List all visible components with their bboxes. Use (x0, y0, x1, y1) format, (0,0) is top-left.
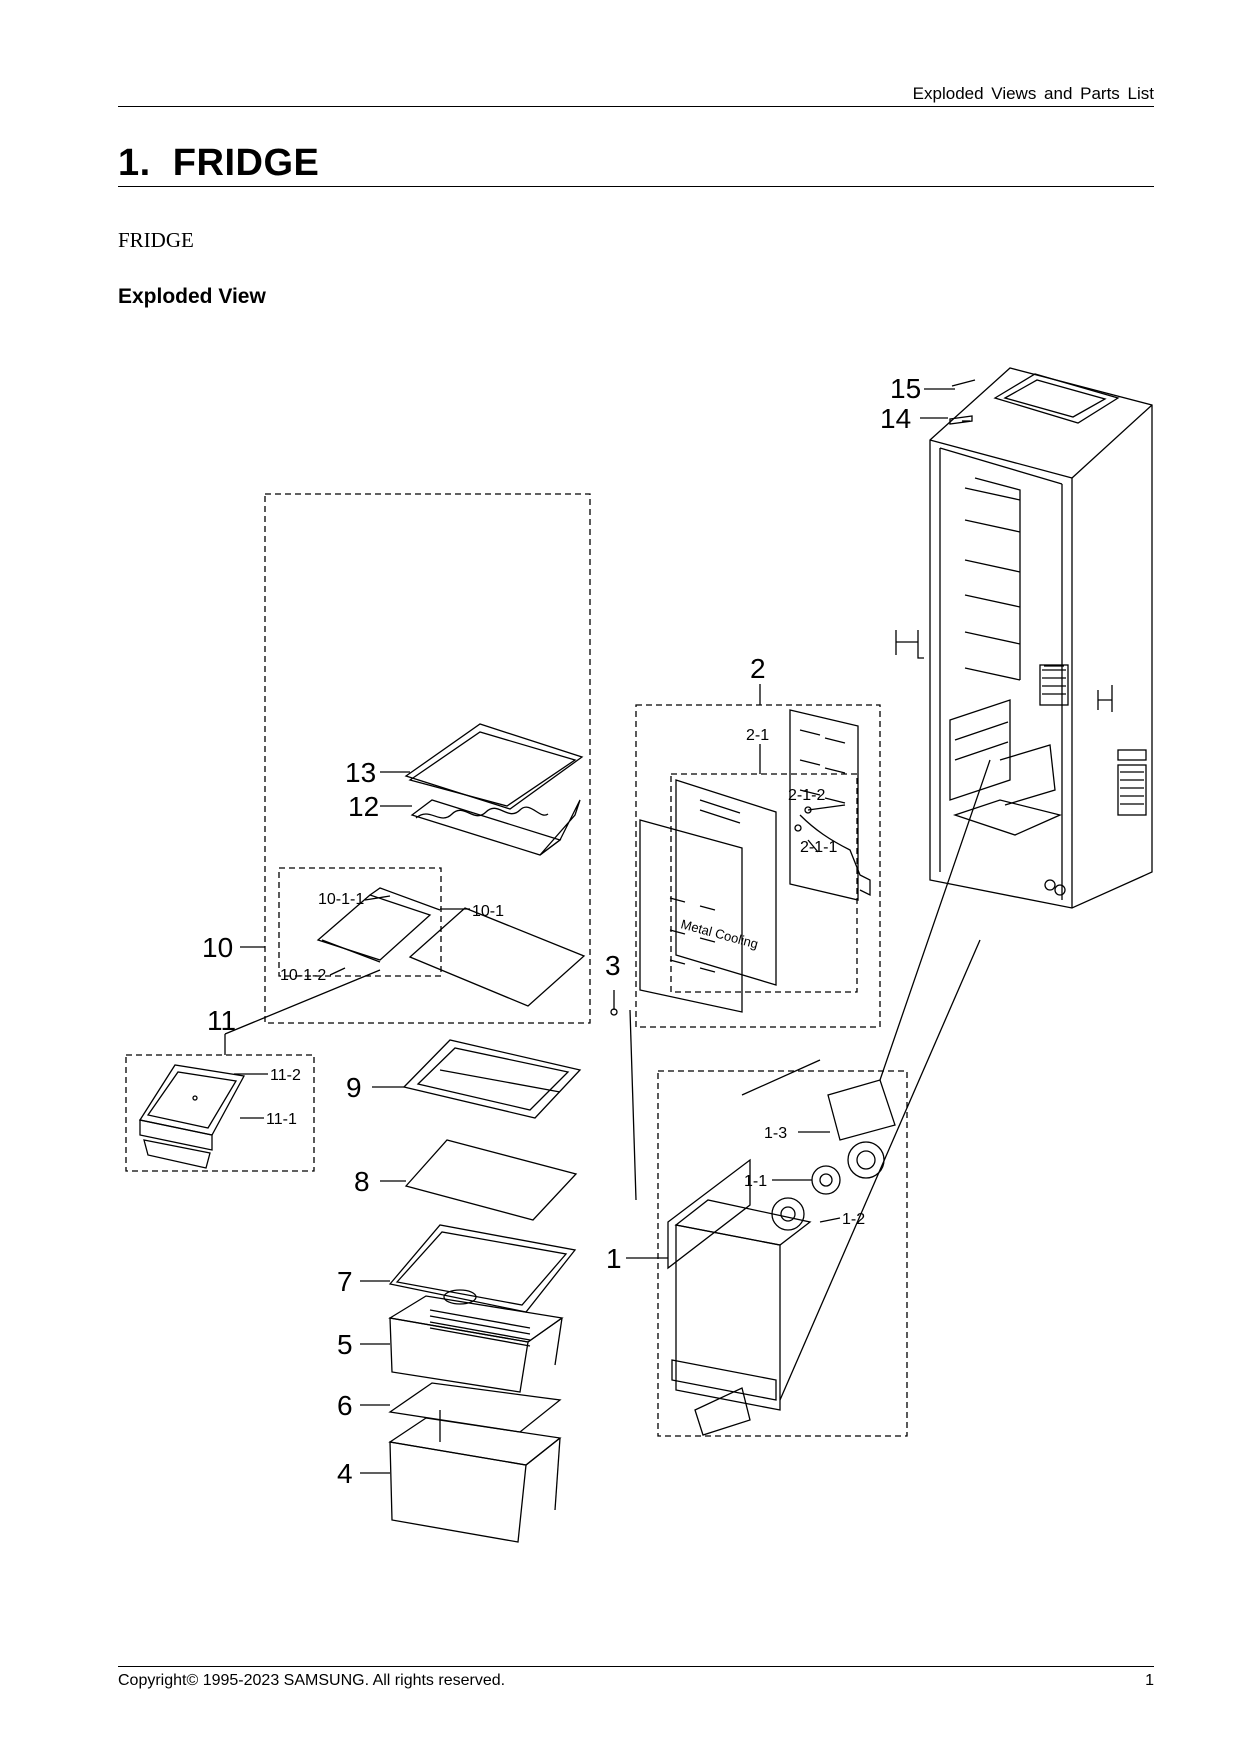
leader-lines (224, 388, 991, 1474)
callout-5: 5 (337, 1329, 353, 1360)
part-12-13-drawing (404, 723, 584, 856)
part-5-drawing (388, 1295, 564, 1393)
callout-2-1-1: 2-1-1 (800, 839, 837, 856)
callout-9: 9 (346, 1072, 362, 1103)
callout-11: 11 (207, 1005, 236, 1036)
callout-15: 15 (890, 373, 921, 404)
callout-2: 2 (750, 653, 766, 684)
section-subtitle: FRIDGE (118, 228, 194, 252)
part-1-group-drawing (657, 1059, 908, 1437)
section-title: 1. FRIDGE (118, 142, 320, 184)
callout-7: 7 (337, 1266, 353, 1297)
callout-2-1: 2-1 (746, 727, 769, 744)
part-11-group-drawing (125, 1054, 315, 1172)
part-4-drawing (388, 1410, 562, 1543)
callout-11-2: 11-2 (270, 1067, 301, 1084)
panel-label: Metal Cooling (679, 916, 760, 951)
part-9-drawing (402, 1039, 582, 1119)
part-8-drawing (404, 1139, 578, 1221)
callout-6: 6 (337, 1390, 353, 1421)
header-title: Exploded Views and Parts List (912, 84, 1154, 103)
section-rule (118, 186, 1154, 187)
callout-10-1: 10-1 (472, 903, 504, 920)
callout-10-1-2: 10-1-2 (280, 967, 326, 984)
exploded-view-label: Exploded View (118, 285, 266, 308)
callout-3: 3 (605, 950, 621, 981)
callout-2-1-2: 2-1-2 (788, 787, 825, 804)
callout-12: 12 (348, 791, 379, 822)
callout-10: 10 (202, 932, 233, 963)
callout-1: 1 (606, 1243, 622, 1274)
header-rule (118, 106, 1154, 107)
part-10-group-drawing (264, 493, 591, 1024)
callout-10-1-1: 10-1-1 (318, 891, 364, 908)
footer-rule (118, 1666, 1154, 1667)
callout-11-1: 11-1 (266, 1111, 297, 1128)
footer-copyright: Copyright© 1995-2023 SAMSUNG. All rights… (118, 1672, 506, 1689)
part-2-group-drawing (610, 704, 881, 1028)
fridge-cabinet-drawing (895, 367, 1153, 909)
callout-1-3: 1-3 (764, 1125, 787, 1142)
callout-13: 13 (345, 757, 376, 788)
callout-1-1: 1-1 (744, 1173, 767, 1190)
callout-8: 8 (354, 1166, 370, 1197)
callout-14: 14 (880, 403, 911, 434)
callout-1-2: 1-2 (842, 1211, 865, 1228)
part-7-drawing (388, 1224, 577, 1313)
callout-4: 4 (337, 1458, 353, 1489)
page-number: 1 (1145, 1672, 1154, 1689)
